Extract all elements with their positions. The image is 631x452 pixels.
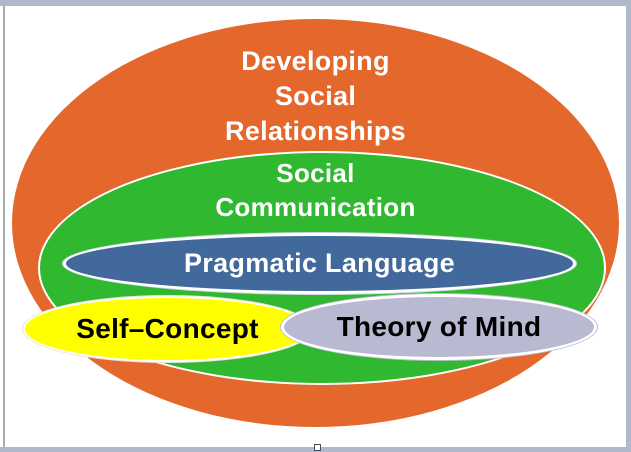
- label-social-communication: Social Communication: [215, 158, 416, 222]
- label-theory-of-mind: Theory of Mind: [336, 311, 542, 342]
- label-pragmatic-language: Pragmatic Language: [184, 248, 455, 278]
- window-border-right: [626, 0, 631, 452]
- label-developing-social-relationships: Developing Social Relationships: [225, 46, 406, 146]
- ellipse-pragmatic-language: [63, 233, 576, 294]
- window-border-top: [0, 0, 631, 6]
- ellipse-self-concept: [23, 296, 312, 362]
- window-border-left: [3, 6, 5, 447]
- label-self-concept: Self–Concept: [76, 313, 259, 344]
- ellipse-theory-of-mind: [281, 294, 597, 360]
- resize-handle[interactable]: [314, 444, 321, 451]
